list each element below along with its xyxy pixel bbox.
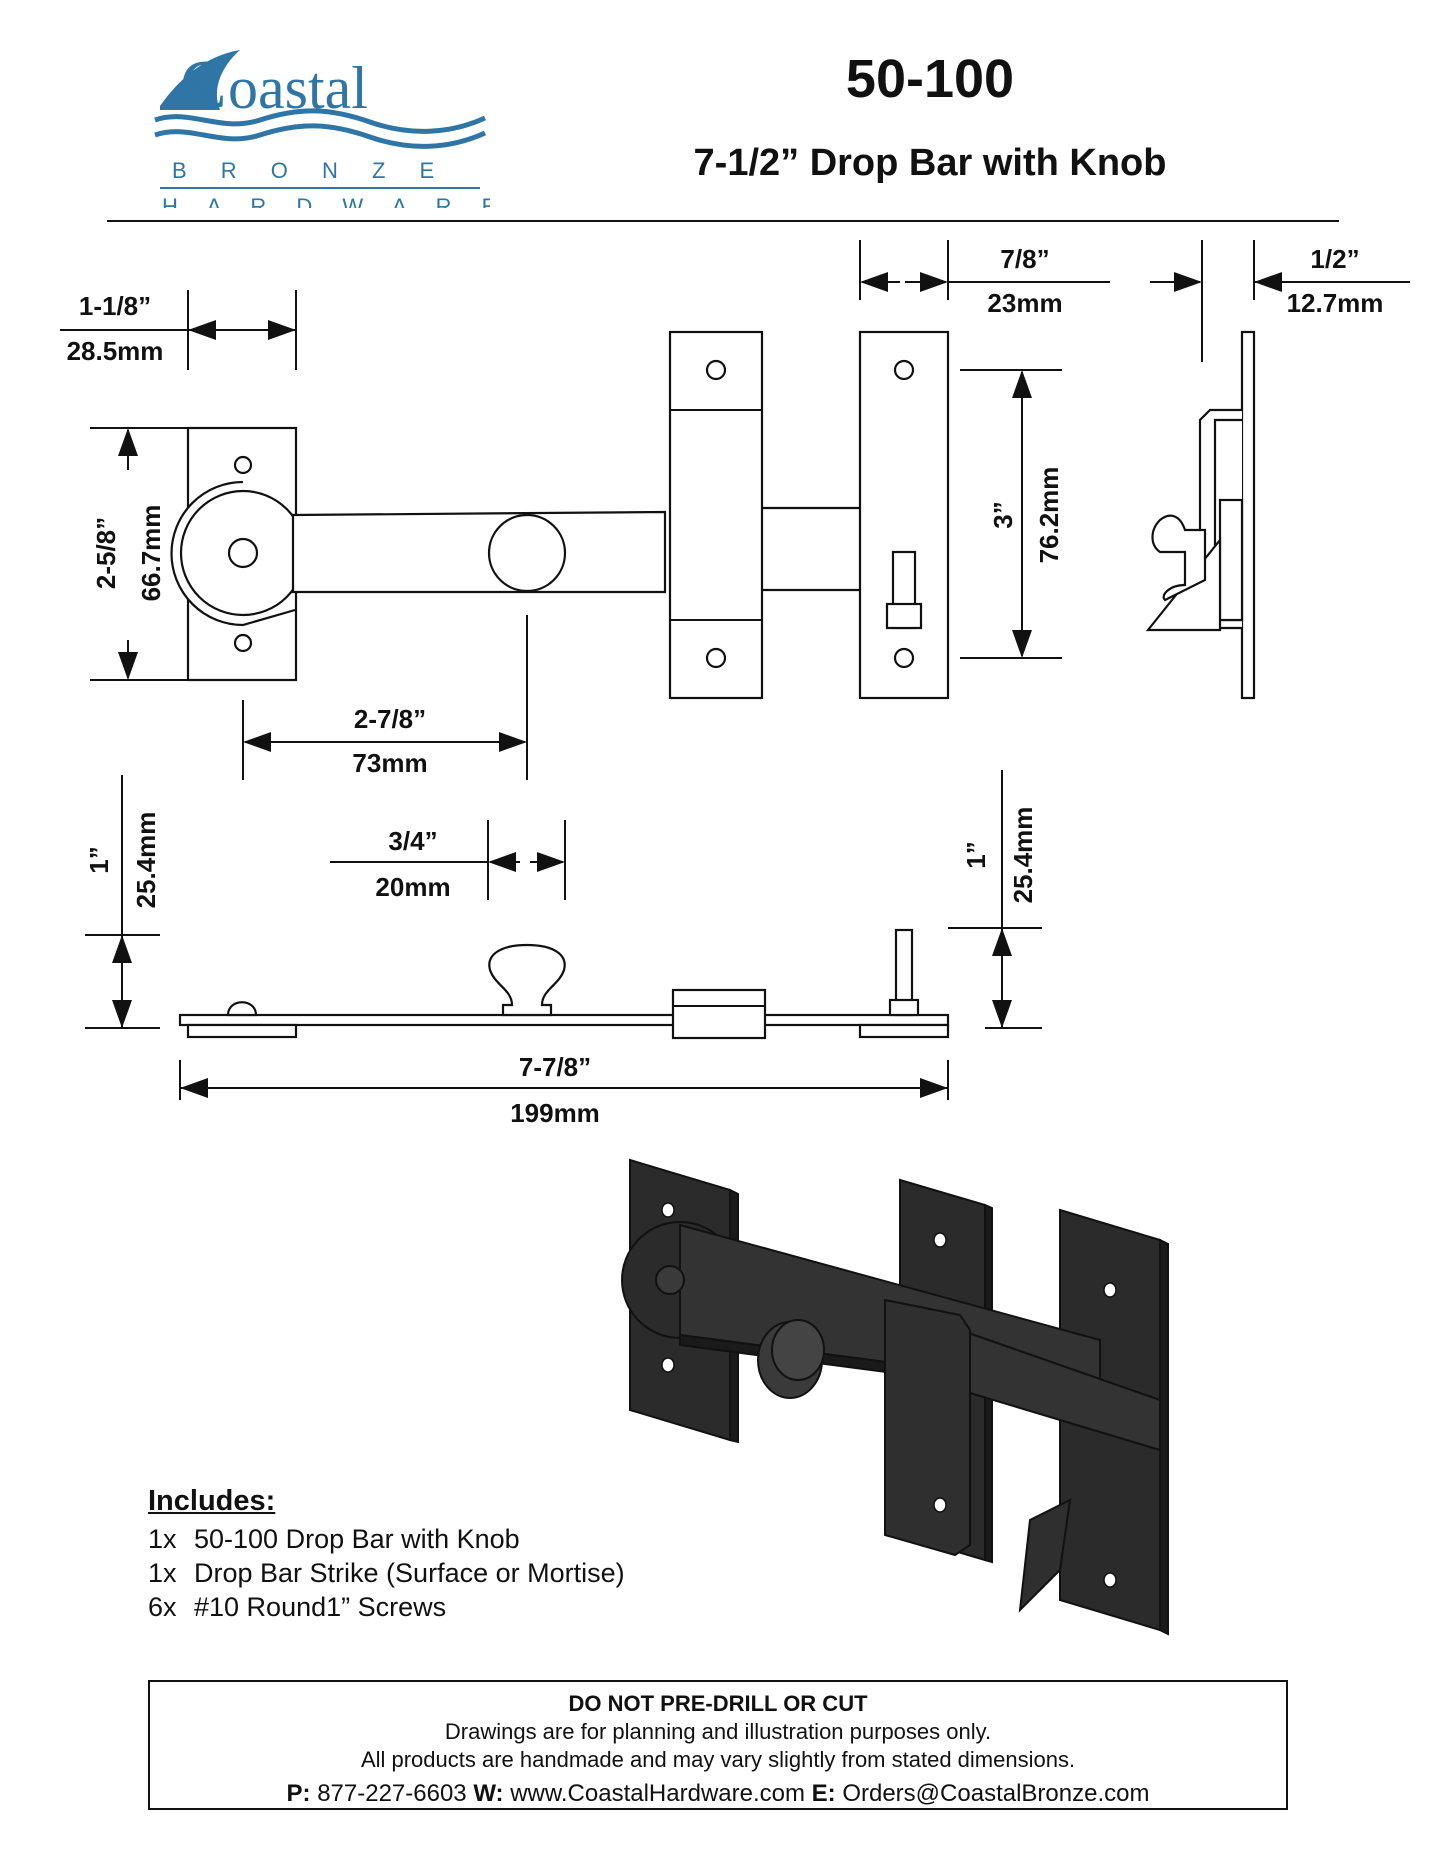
dim-plate-width-in: 1-1/8” [79,291,151,321]
list-item: 1x 50-100 Drop Bar with Knob [148,1522,748,1556]
dim-catch-height-in: 1” [961,841,991,868]
includes-title: Includes: [148,1485,276,1517]
dim-plate-width-mm: 28.5mm [67,336,164,366]
front-view [170,330,950,700]
website-link[interactable]: www.CoastalHardware.com [510,1780,805,1807]
dim-strike-height-mm: 76.2mm [1034,467,1064,564]
dim-knob-height-mm: 25.4mm [131,812,161,909]
logo-word: oastal [228,55,368,121]
header-divider [107,220,1339,222]
technical-drawing: 1-1/8” 28.5mm 2-5/8” 66.7mm 2-7/8” 73mm … [60,240,1410,1128]
list-item: 1x Drop Bar Strike (Surface or Mortise) [148,1556,748,1590]
side-view [1145,330,1256,700]
email-link[interactable]: Orders@CoastalBronze.com [842,1780,1150,1807]
dim-strike-height-in: 3” [988,501,1018,528]
dim-overall-length-mm: 199mm [510,1098,600,1128]
render-catch [1018,1498,1072,1613]
logo-initial: C [180,47,227,124]
dim-plate-height-in: 2-5/8” [91,517,121,589]
strike-plate [858,330,950,700]
dim-knob-offset-mm: 73mm [352,748,427,778]
disclaimer-box: DO NOT PRE-DRILL OR CUT Drawings are for… [148,1680,1288,1810]
dim-catch-height-mm: 25.4mm [1008,807,1038,904]
disclaimer-title: DO NOT PRE-DRILL OR CUT [568,1691,868,1716]
dim-strike-width-in: 7/8” [1000,244,1049,274]
list-item: 6x #10 Round1” Screws [148,1590,748,1624]
dim-plate-height-mm: 66.7mm [136,505,166,602]
item-qty: 1x [148,1524,177,1554]
web-label: W: [473,1780,504,1807]
email-label: E: [811,1780,836,1807]
dim-overall-length-in: 7-7/8” [519,1052,591,1082]
render-keeper [884,1298,971,1557]
top-view [178,928,950,1040]
item-qty: 1x [148,1558,177,1588]
phone-label: P: [286,1780,311,1807]
part-title: 7-1/2” Drop Bar with Knob [693,142,1167,184]
dimension-labels: 1-1/8” 28.5mm 2-5/8” 66.7mm 2-7/8” 73mm … [67,244,1384,1128]
disclaimer-line-2: All products are handmade and may vary s… [360,1747,1076,1772]
dim-knob-offset-in: 2-7/8” [354,704,426,734]
item-desc: Drop Bar Strike (Surface or Mortise) [194,1558,625,1588]
dim-knob-height-in: 1” [84,846,114,873]
product-render-image [621,1158,1169,1636]
item-desc: 50-100 Drop Bar with Knob [194,1524,520,1554]
phone-number[interactable]: 877-227-6603 [317,1780,467,1807]
drop-bar [291,510,667,594]
part-number: 50-100 [845,49,1015,109]
includes-list: Includes: 1x 50-100 Drop Bar with Knob 1… [148,1485,748,1624]
disclaimer-line-1: Drawings are for planning and illustrati… [444,1719,992,1744]
dim-knob-width-in: 3/4” [388,826,437,856]
dim-strike-width-mm: 23mm [987,288,1062,318]
contact-line: P: 877-227-6603 W: www.CoastalHardware.c… [150,1776,1286,1812]
keeper [668,330,764,700]
logo-bronze: B R O N Z E [172,158,448,183]
dimension-lines [60,240,1410,1100]
dim-knob-width-mm: 20mm [375,872,450,902]
knob-front [487,513,567,593]
item-qty: 6x [148,1592,177,1622]
item-desc: #10 Round1” Screws [194,1592,447,1622]
dim-side-depth-in: 1/2” [1310,244,1359,274]
dim-side-depth-mm: 12.7mm [1287,288,1384,318]
